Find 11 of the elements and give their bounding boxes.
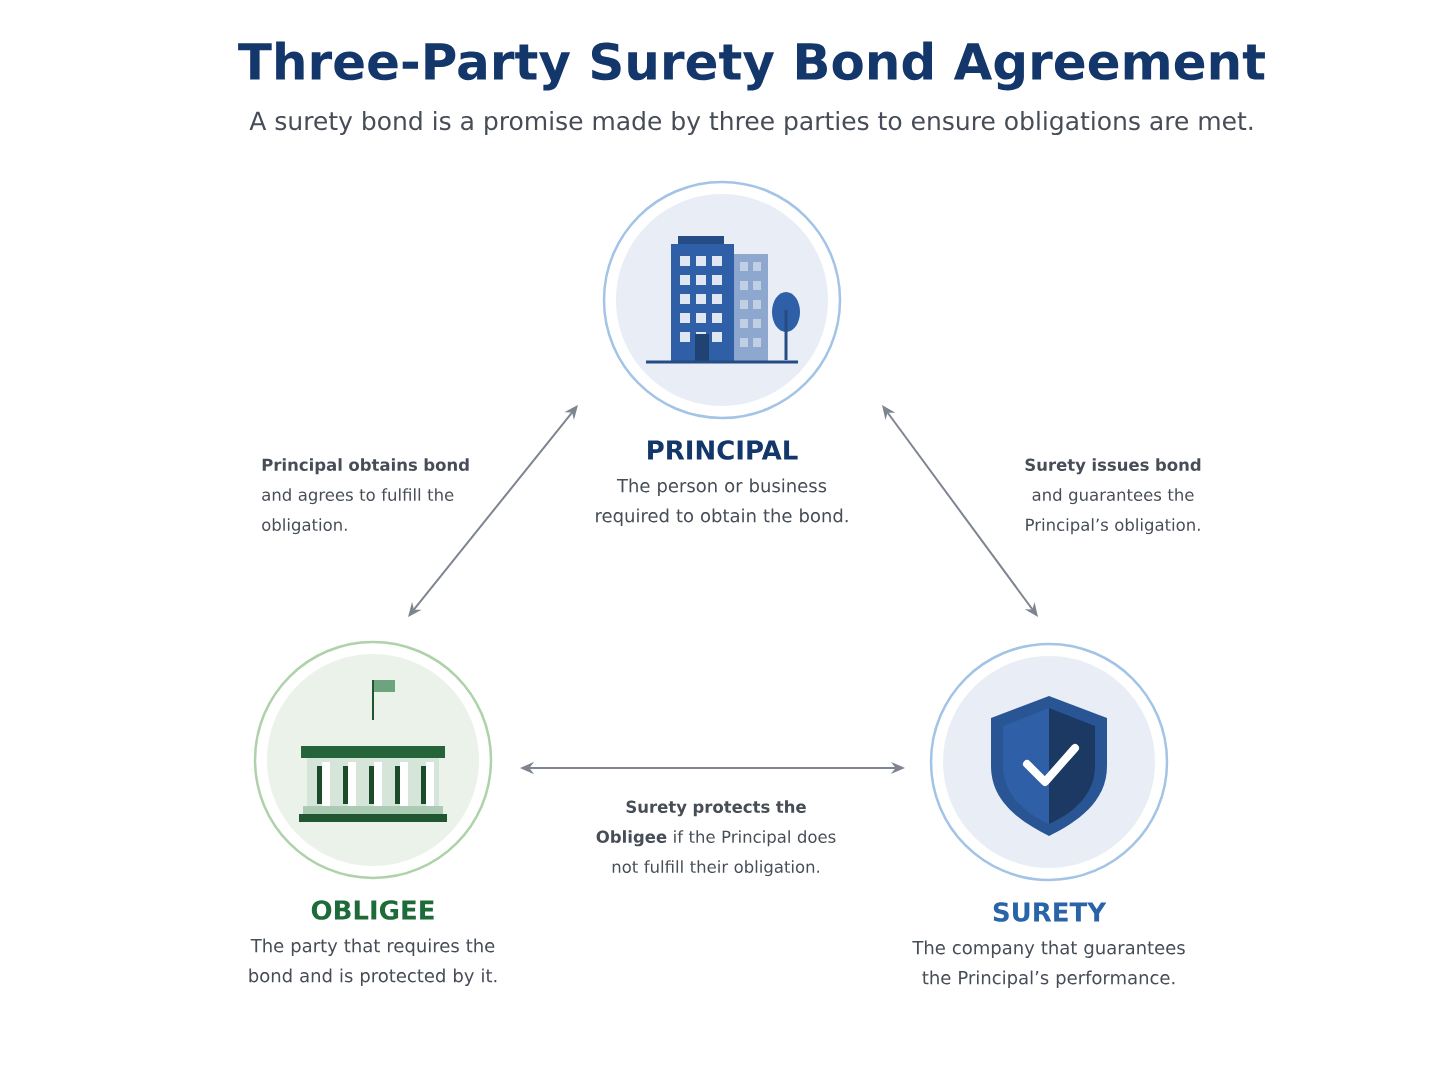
edge-label: Surety protects the Obligee if the Principal does not fulfill their obligation. <box>596 800 836 877</box>
edge-label: Principal obtains bond and agrees to fulfill the obligation. <box>262 458 469 535</box>
edge-label: Surety issues bond and guarantees the Principal’s obligation. <box>1025 458 1201 535</box>
heading: SURETY <box>993 902 1107 922</box>
heading: PRINCIPAL <box>648 440 798 460</box>
title: Three-Party Surety Bond Agreement <box>238 41 1265 91</box>
description: The company that guarantees the Principal’s performance. <box>912 940 1185 988</box>
subtitle: A surety bond is a promise made by three parties to ensure obligations are met. <box>249 110 1253 136</box>
description: The party that requires the bond and is protected by it. <box>249 938 497 986</box>
heading: OBLIGEE <box>311 900 434 920</box>
description: The person or business required to obtain the bond. <box>596 478 848 526</box>
